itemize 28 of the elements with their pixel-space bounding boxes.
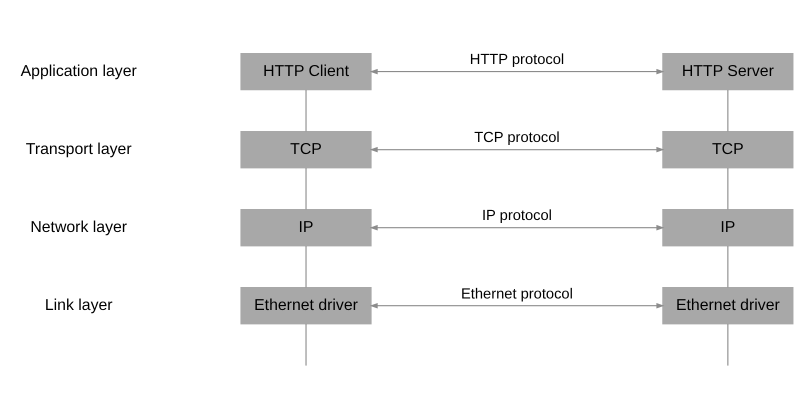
edge-label: HTTP protocol bbox=[470, 52, 564, 68]
connector bbox=[305, 89, 307, 131]
connector bbox=[305, 167, 307, 209]
arrow bbox=[370, 224, 664, 230]
label: Link layer bbox=[44, 296, 113, 314]
label: Application layer bbox=[20, 62, 137, 80]
connector bbox=[727, 246, 728, 287]
connector bbox=[305, 246, 307, 287]
connector bbox=[305, 323, 307, 366]
node-box: Ethernet driver bbox=[240, 286, 372, 324]
edge-label: IP protocol bbox=[482, 208, 552, 224]
arrow bbox=[370, 302, 664, 308]
node-box: IP bbox=[240, 208, 372, 246]
node-box: IP bbox=[662, 208, 794, 246]
connector bbox=[727, 167, 728, 209]
node-box: TCP bbox=[240, 130, 372, 168]
arrow bbox=[370, 68, 664, 74]
node-box: HTTP Server bbox=[662, 52, 794, 90]
label: Network layer bbox=[30, 218, 128, 236]
label: Transport layer bbox=[26, 140, 132, 158]
node-box: HTTP Client bbox=[240, 52, 372, 90]
node-box: TCP bbox=[662, 130, 794, 168]
edge-label: TCP protocol bbox=[474, 130, 560, 146]
edge-label: Ethernet protocol bbox=[461, 286, 573, 302]
node-box: Ethernet driver bbox=[662, 286, 794, 324]
connector bbox=[727, 89, 728, 131]
connector bbox=[727, 323, 728, 366]
arrow bbox=[370, 146, 664, 152]
